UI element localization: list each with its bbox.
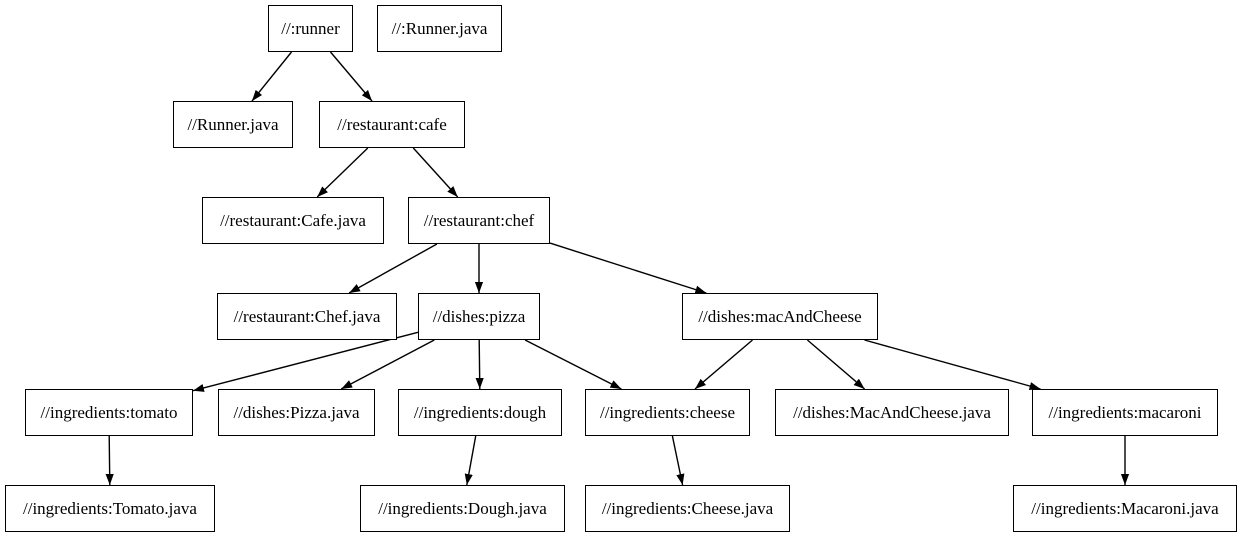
node-label: //restaurant:Cafe.java <box>220 211 366 230</box>
node-tomato: //ingredients:tomato <box>25 389 193 436</box>
edge-cafe-to-cafe-java <box>316 147 369 198</box>
edge-mac-and-cheese-to-cheese <box>694 339 753 390</box>
edge-cafe-to-chef <box>412 147 459 198</box>
node-label: //dishes:Pizza.java <box>233 403 360 422</box>
node-label: //ingredients:cheese <box>599 403 735 422</box>
node-pizza-java: //dishes:Pizza.java <box>218 389 375 436</box>
edge-pizza-to-dough <box>475 339 484 390</box>
node-label: //restaurant:cafe <box>337 115 447 134</box>
edge-tomato-to-tomato-java <box>105 435 114 486</box>
node-label: //Runner.java <box>187 115 279 134</box>
node-label: //restaurant:chef <box>423 211 535 230</box>
node-runner-java-root: //:Runner.java <box>377 5 502 52</box>
node-dough: //ingredients:dough <box>398 389 562 436</box>
edge-runner-to-runner-java <box>251 51 293 102</box>
node-label: //dishes:MacAndCheese.java <box>793 403 991 422</box>
edge-dough-to-dough-java <box>464 435 477 486</box>
node-mac-and-cheese: //dishes:macAndCheese <box>682 293 878 340</box>
edge-runner-to-cafe <box>329 51 373 102</box>
edge-chef-to-mac-and-cheese <box>549 242 707 294</box>
node-label: //dishes:pizza <box>432 307 526 326</box>
node-mac-and-cheese-java: //dishes:MacAndCheese.java <box>775 389 1009 436</box>
node-label: //ingredients:Tomato.java <box>23 499 197 518</box>
node-tomato-java: //ingredients:Tomato.java <box>5 485 215 532</box>
node-cheese: //ingredients:cheese <box>585 389 750 436</box>
edge-chef-to-chef-java <box>348 243 438 294</box>
node-cafe: //restaurant:cafe <box>319 101 465 148</box>
node-cafe-java: //restaurant:Cafe.java <box>202 197 384 244</box>
node-label: //restaurant:Chef.java <box>233 307 381 326</box>
node-label: //ingredients:Dough.java <box>378 499 547 518</box>
node-dough-java: //ingredients:Dough.java <box>360 485 565 532</box>
node-macaroni-java: //ingredients:Macaroni.java <box>1013 485 1237 532</box>
node-label: //:Runner.java <box>391 19 488 38</box>
node-label: //ingredients:tomato <box>40 403 178 422</box>
node-label: //ingredients:macaroni <box>1048 403 1202 422</box>
node-cheese-java: //ingredients:Cheese.java <box>585 485 790 532</box>
node-label: //ingredients:Macaroni.java <box>1031 499 1219 518</box>
edge-pizza-to-cheese <box>524 339 622 390</box>
node-chef-java: //restaurant:Chef.java <box>217 293 397 340</box>
edge-mac-and-cheese-to-macaroni <box>864 339 1041 390</box>
node-label: //dishes:macAndCheese <box>698 307 862 326</box>
edge-mac-and-cheese-to-mac-and-cheese-java <box>806 339 866 390</box>
node-macaroni: //ingredients:macaroni <box>1032 389 1218 436</box>
node-chef: //restaurant:chef <box>408 197 550 244</box>
edge-pizza-to-pizza-java <box>340 339 435 390</box>
node-pizza: //dishes:pizza <box>418 293 540 340</box>
node-label: //ingredients:dough <box>413 403 547 422</box>
edge-pizza-to-tomato <box>192 331 419 392</box>
node-label: //:runner <box>281 19 340 38</box>
node-runner: //:runner <box>268 5 353 52</box>
node-label: //ingredients:Cheese.java <box>601 499 774 518</box>
node-runner-java: //Runner.java <box>173 101 293 148</box>
edge-cheese-to-cheese-java <box>671 435 685 486</box>
